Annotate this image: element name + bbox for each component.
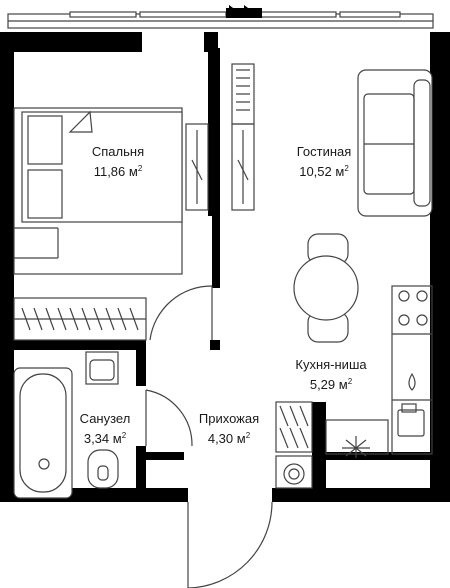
closet-center (185, 63, 255, 211)
window-top (7, 11, 434, 29)
dining-table (293, 233, 359, 343)
kitchen-unit (391, 285, 433, 455)
bed (13, 107, 183, 275)
room-name: Санузел (79, 411, 131, 426)
room-label-living: Гостиная 10,52 м2 (297, 143, 352, 180)
room-area: 5,29 м2 (309, 377, 353, 392)
wardrobe-bedroom (13, 297, 147, 341)
room-area: 3,34 м2 (83, 431, 127, 446)
room-name: Прихожая (198, 411, 260, 426)
room-area: 4,30 м2 (207, 431, 251, 446)
door-bathroom (145, 389, 193, 447)
room-label-bedroom: Спальня 11,86 м2 (92, 143, 144, 180)
room-name: Гостиная (296, 144, 352, 159)
room-area: 10,52 м2 (299, 164, 349, 179)
room-label-bathroom: Санузел 3,34 м2 (80, 410, 131, 447)
door-entrance (187, 501, 273, 588)
bathroom-fixtures (13, 351, 119, 499)
fridge (325, 419, 389, 458)
sofa (357, 69, 433, 217)
room-name: Спальня (91, 144, 145, 159)
room-area: 11,86 м2 (93, 164, 143, 179)
room-name: Кухня-ниша (295, 357, 367, 372)
walls (0, 5, 450, 502)
room-label-kitchen: Кухня-ниша 5,29 м2 (295, 356, 366, 393)
door-bedroom (149, 285, 213, 341)
room-label-hallway: Прихожая 4,30 м2 (199, 410, 259, 447)
hallway-closet (275, 401, 313, 489)
